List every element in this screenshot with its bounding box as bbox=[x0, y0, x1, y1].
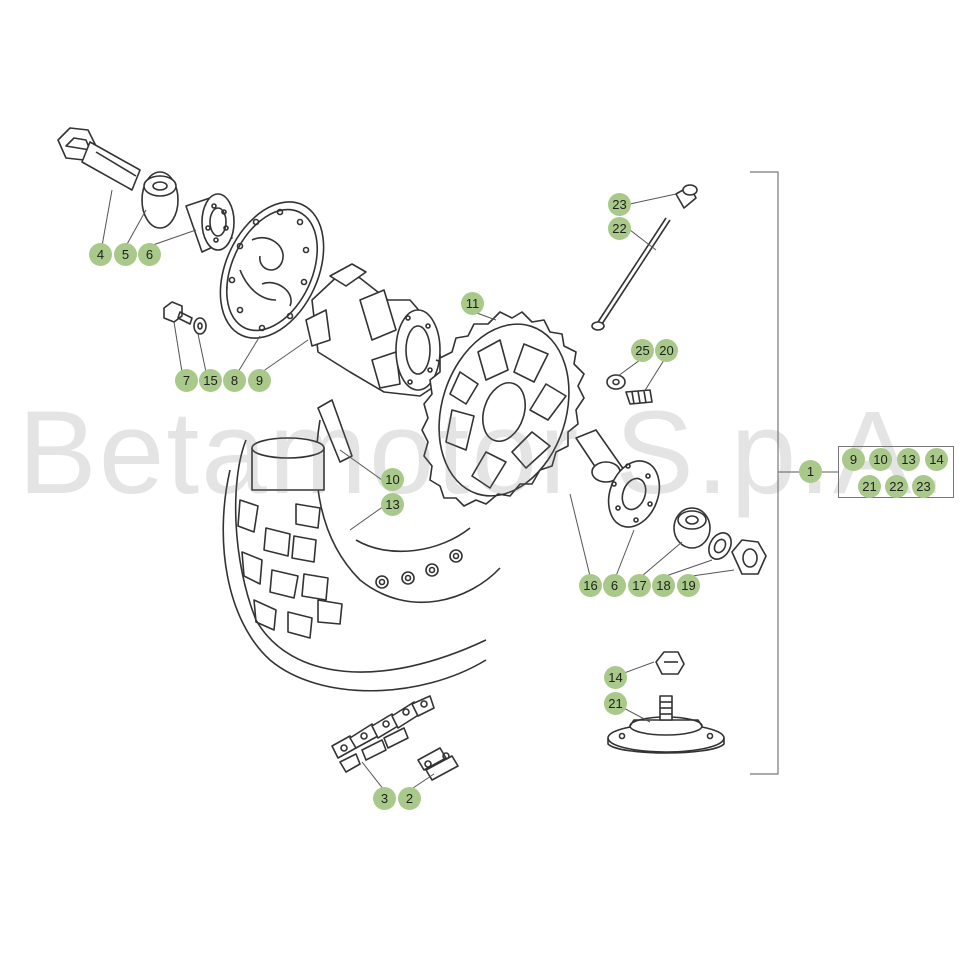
callout-19[interactable]: 19 bbox=[677, 574, 700, 597]
bearing-right bbox=[607, 460, 661, 528]
drive-chain bbox=[331, 695, 435, 773]
tire bbox=[222, 399, 501, 692]
callout-4[interactable]: 4 bbox=[89, 243, 112, 266]
callout-3[interactable]: 3 bbox=[373, 787, 396, 810]
callout-5[interactable]: 5 bbox=[114, 243, 137, 266]
kit-callout-21[interactable]: 21 bbox=[858, 475, 881, 498]
axle-nut bbox=[731, 539, 767, 575]
bearing-left bbox=[185, 193, 235, 253]
kit-callout-10[interactable]: 10 bbox=[869, 448, 892, 471]
kit-callout-14[interactable]: 14 bbox=[925, 448, 948, 471]
mount-nut bbox=[655, 651, 685, 675]
callout-16[interactable]: 16 bbox=[579, 574, 602, 597]
washer-18 bbox=[708, 532, 732, 560]
callout-11[interactable]: 11 bbox=[461, 292, 484, 315]
kit-callout-9[interactable]: 9 bbox=[842, 448, 865, 471]
callout-13[interactable]: 13 bbox=[381, 493, 404, 516]
chain-master-link bbox=[417, 747, 459, 781]
washer-25 bbox=[606, 374, 626, 390]
callout-18[interactable]: 18 bbox=[652, 574, 675, 597]
callout-25[interactable]: 25 bbox=[631, 339, 654, 362]
kit-callout-22[interactable]: 22 bbox=[885, 475, 908, 498]
callout-22[interactable]: 22 bbox=[608, 217, 631, 240]
spoke bbox=[591, 217, 671, 331]
callout-7[interactable]: 7 bbox=[175, 369, 198, 392]
callout-21[interactable]: 21 bbox=[604, 692, 627, 715]
sprocket-bolt bbox=[625, 389, 653, 405]
callout-17[interactable]: 17 bbox=[628, 574, 651, 597]
callout-1[interactable]: 1 bbox=[799, 460, 822, 483]
disc-bolt bbox=[163, 301, 207, 335]
leader-lines bbox=[101, 189, 735, 791]
kit-bracket bbox=[750, 171, 838, 775]
callout-20[interactable]: 20 bbox=[655, 339, 678, 362]
callout-14[interactable]: 14 bbox=[604, 666, 627, 689]
rear-sprocket bbox=[421, 311, 585, 507]
callout-9[interactable]: 9 bbox=[248, 369, 271, 392]
callout-10[interactable]: 10 bbox=[381, 468, 404, 491]
callout-2[interactable]: 2 bbox=[398, 787, 421, 810]
callout-6-left[interactable]: 6 bbox=[138, 243, 161, 266]
rear-axle bbox=[57, 127, 141, 191]
brake-disc bbox=[219, 201, 325, 339]
spoke-nipple bbox=[675, 184, 698, 209]
rubber-mount bbox=[607, 695, 725, 754]
kit-callout-23[interactable]: 23 bbox=[912, 475, 935, 498]
spacer-left bbox=[141, 171, 179, 229]
callout-15[interactable]: 15 bbox=[199, 369, 222, 392]
wheel-hub bbox=[305, 263, 463, 397]
callout-6-right[interactable]: 6 bbox=[603, 574, 626, 597]
kit-callout-13[interactable]: 13 bbox=[897, 448, 920, 471]
callout-8[interactable]: 8 bbox=[223, 369, 246, 392]
callout-23[interactable]: 23 bbox=[608, 193, 631, 216]
spacer-17 bbox=[673, 507, 711, 549]
